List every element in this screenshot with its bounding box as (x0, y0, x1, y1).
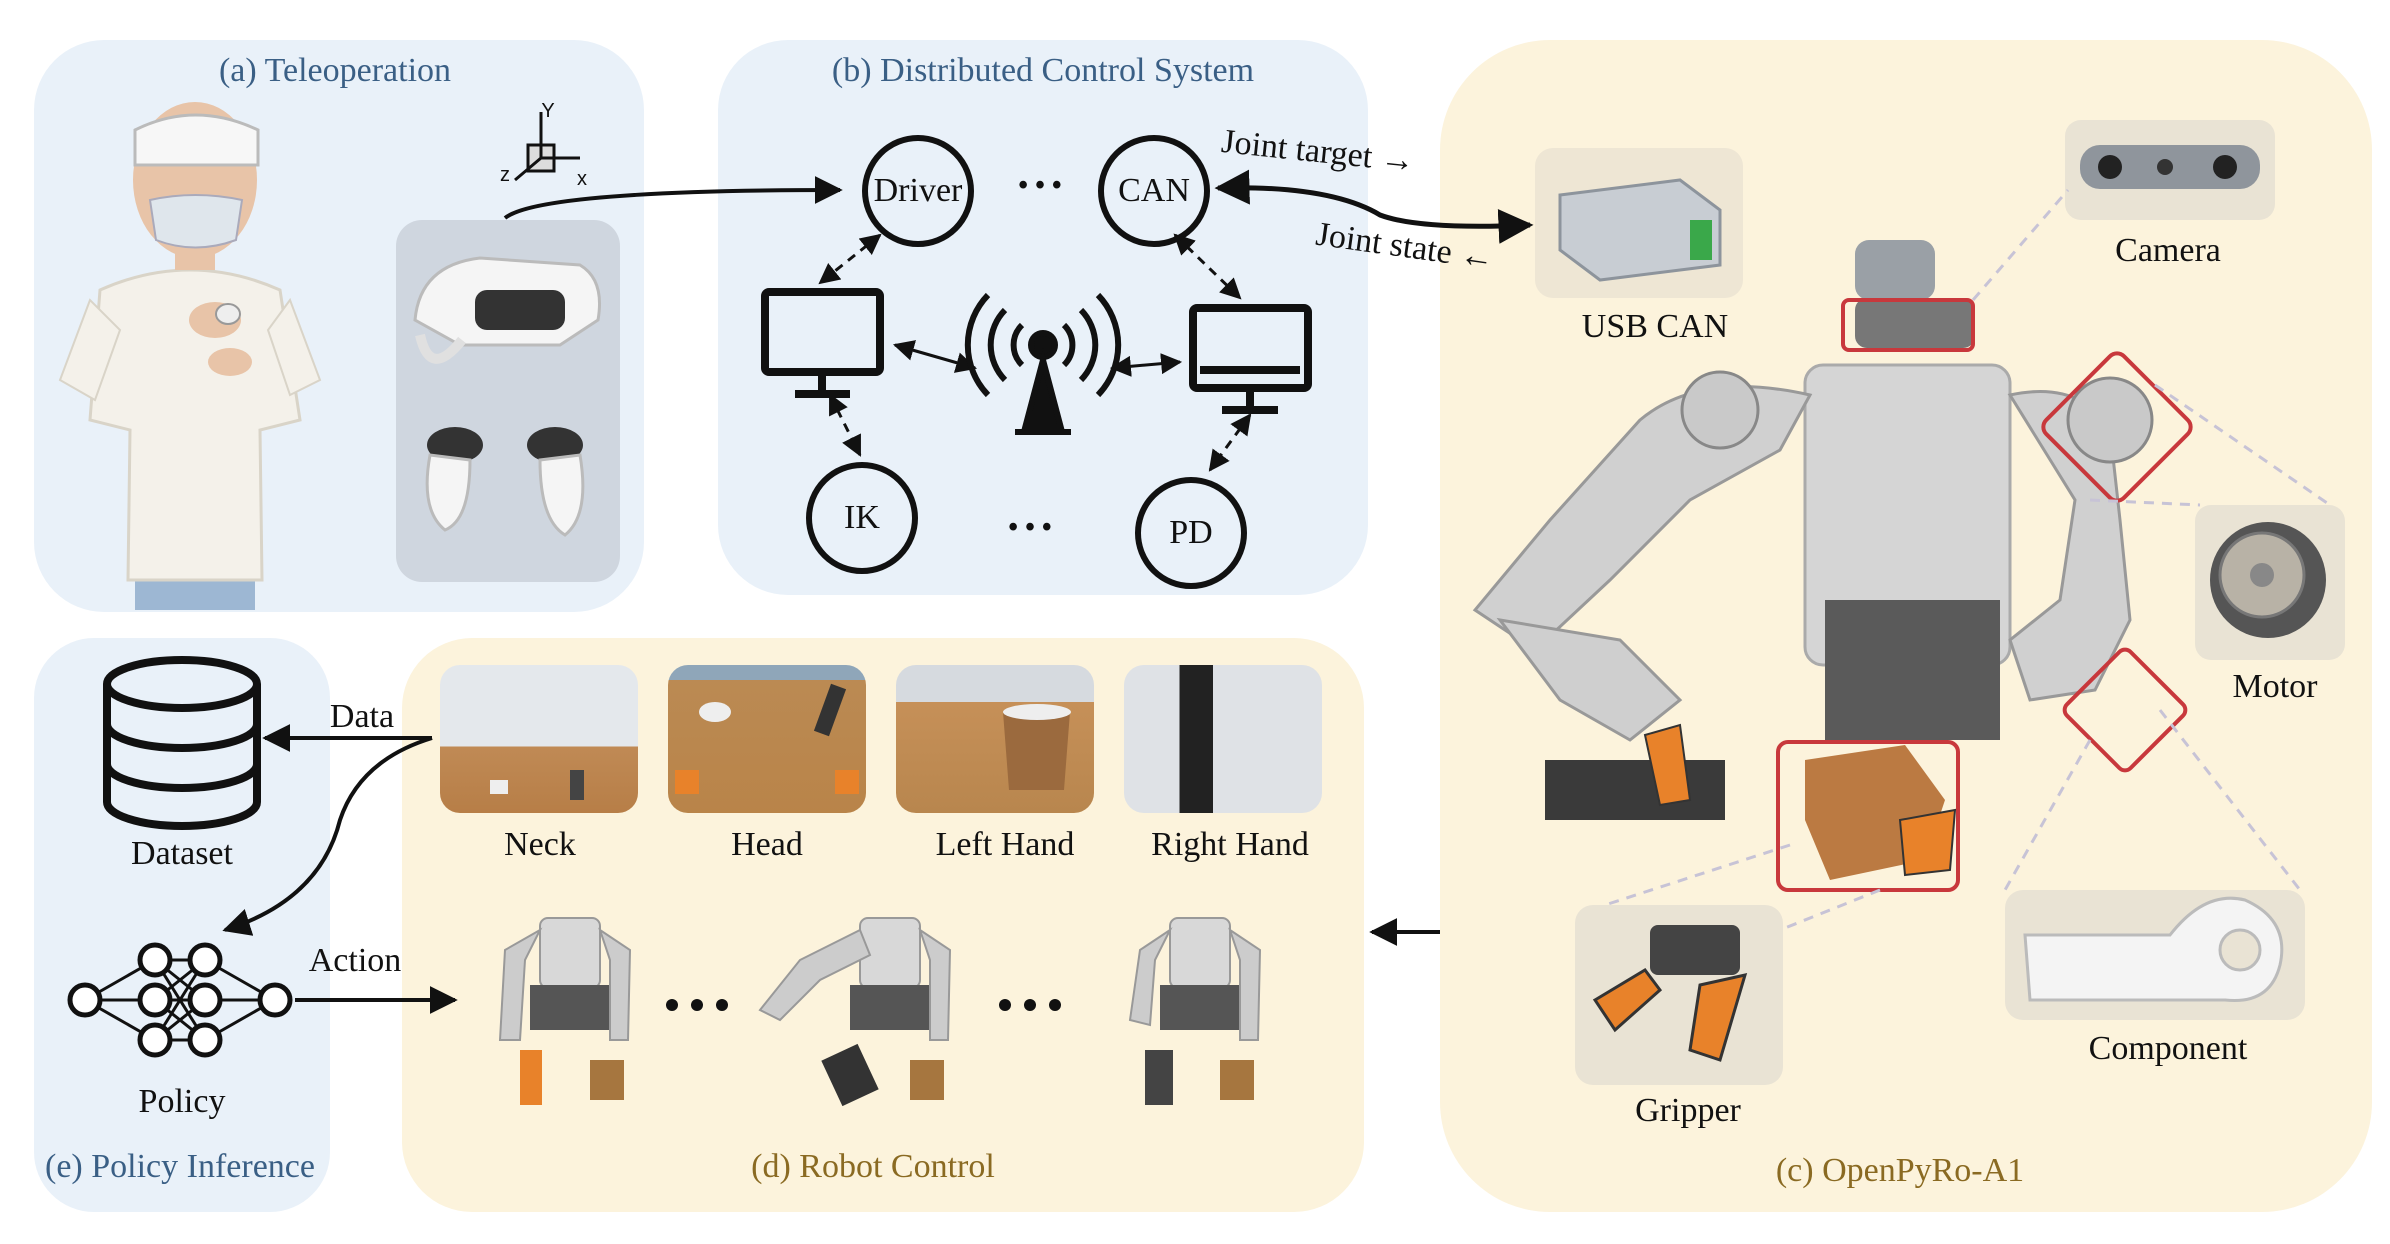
neck-camera-view (440, 665, 638, 813)
usb-can-device (1558, 178, 1722, 282)
robot-frame-2 (758, 917, 952, 1107)
view-label-left-hand: Left Hand (935, 826, 1075, 863)
robot-frame-1 (498, 917, 632, 1105)
vr-headset-icon (413, 256, 602, 364)
usb-can-label: USB CAN (1581, 308, 1729, 345)
axis-label-y: Y (541, 100, 555, 122)
humanoid-robot (1472, 240, 2193, 892)
robot-frame-3 (1128, 917, 1262, 1105)
axis-label-x: x (577, 168, 587, 190)
neural-network-icon (67, 942, 293, 1058)
can-node: CAN (1098, 135, 1210, 247)
can-link-arrow (1214, 169, 1534, 244)
panel-title-teleoperation: (a) Teleoperation (218, 52, 452, 89)
component-label: Component (2088, 1030, 2248, 1067)
gripper-label: Gripper (1635, 1092, 1741, 1129)
policy-label: Policy (138, 1083, 226, 1120)
database-icon (103, 656, 261, 830)
motor-device (2210, 522, 2326, 638)
axis-label-z: z (500, 164, 510, 186)
driver-node: Driver (862, 135, 974, 247)
view-label-head: Head (731, 826, 803, 863)
panel-title-distributed-control: (b) Distributed Control System (831, 52, 1255, 89)
ellipsis-bottom: • • • (1008, 512, 1052, 543)
view-label-neck: Neck (504, 826, 576, 863)
vr-controllers-icon (425, 427, 585, 537)
right-hand-camera-view (1124, 665, 1322, 813)
pd-node: PD (1135, 477, 1247, 589)
teleop-to-driver-arrow (503, 176, 843, 220)
coordinate-axes-icon (514, 112, 580, 182)
panel-title-policy-inference: (e) Policy Inference (45, 1148, 315, 1185)
dataset-label: Dataset (131, 835, 233, 872)
camera-device (2080, 145, 2260, 189)
data-to-policy-arrow (222, 736, 433, 936)
panel-title-robot: (c) OpenPyRo-A1 (1775, 1152, 2025, 1189)
ik-node: IK (806, 462, 918, 574)
panel-title-robot-control: (d) Robot Control (751, 1148, 995, 1185)
wireless-antenna-icon (964, 292, 1122, 435)
monitor-right-icon (1189, 304, 1312, 414)
camera-label: Camera (2115, 232, 2221, 269)
data-label: Data (329, 698, 395, 735)
monitor-left-icon (761, 288, 884, 398)
ellipsis-top: • • • (1018, 170, 1062, 201)
component-part (2023, 896, 2284, 1003)
view-label-right-hand: Right Hand (1151, 826, 1309, 863)
action-label: Action (308, 942, 402, 979)
gripper-device (1592, 925, 1748, 1062)
operator-figure (58, 102, 322, 610)
motor-label: Motor (2232, 668, 2318, 705)
